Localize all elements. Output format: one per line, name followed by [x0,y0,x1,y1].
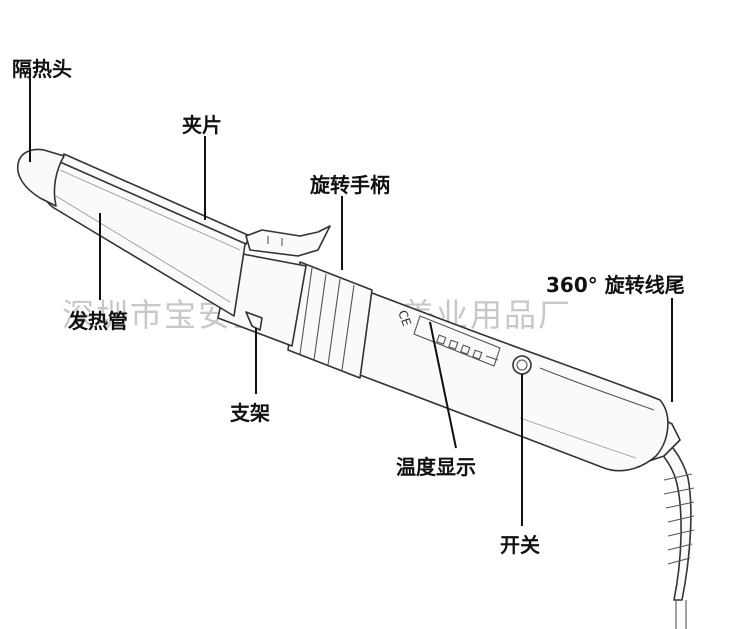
label-stand: 支架 [230,401,270,425]
label-clip: 夹片 [182,113,222,137]
label-heating-tube: 发热管 [67,309,128,333]
clip-lever [245,225,331,257]
label-insulated-tip: 隔热头 [12,57,72,81]
heating-tube [37,153,247,317]
power-cord [641,425,695,629]
power-switch [512,355,532,375]
temperature-display [413,315,501,367]
label-switch: 开关 [500,533,540,557]
insulated-tip [16,148,65,207]
ce-mark: CE [395,308,414,328]
curling-iron: CE [16,148,695,629]
label-cord-tail: 360° 旋转线尾 [546,273,685,297]
leader-temperature-display [429,321,457,449]
label-temperature-display: 温度显示 [396,455,476,479]
handle-body [351,289,669,472]
leader-lines [29,78,673,526]
label-rotating-handle: 旋转手柄 [309,173,390,197]
stand-foot [245,311,263,331]
